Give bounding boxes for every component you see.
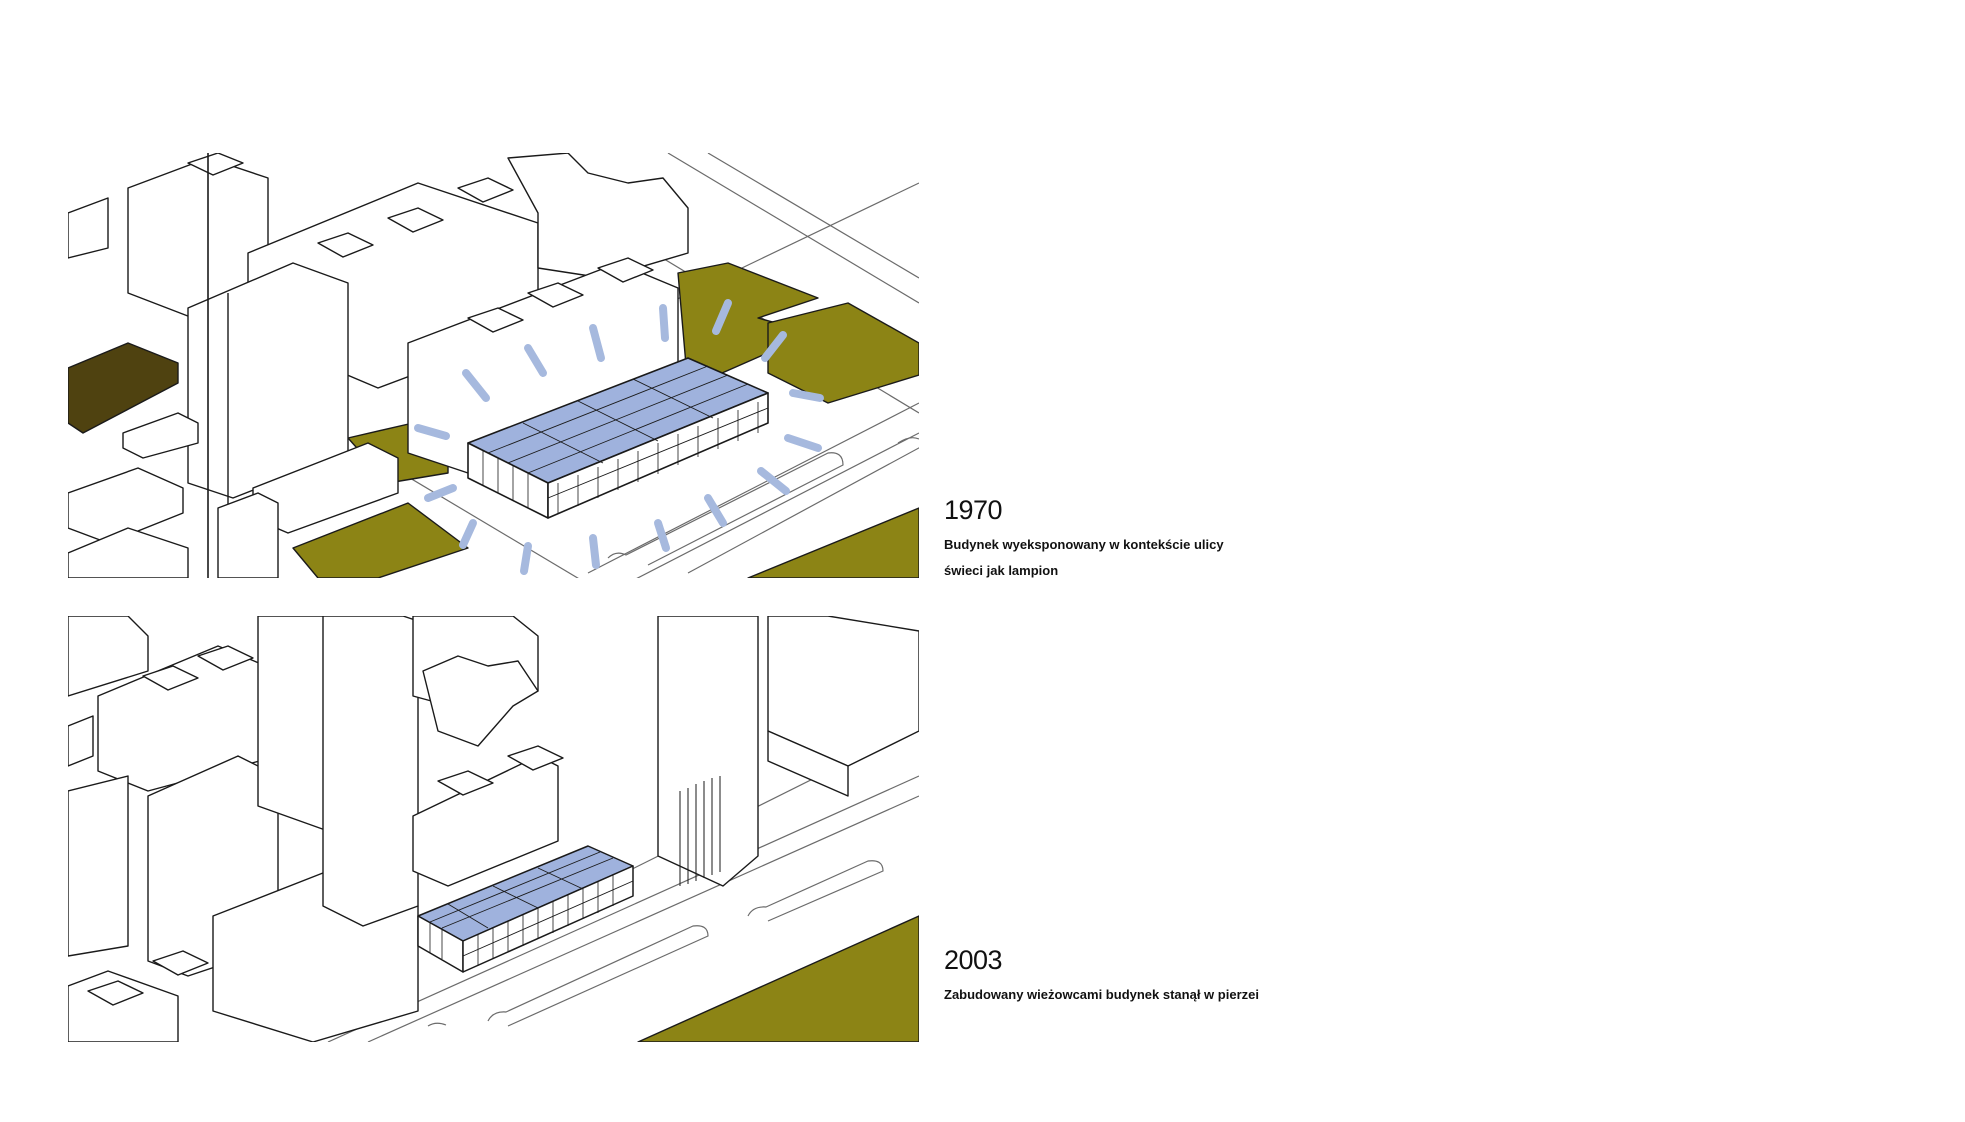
building	[507, 153, 689, 279]
facade-lines	[679, 776, 721, 886]
building	[68, 715, 94, 767]
tower	[657, 616, 759, 887]
axonometric-drawing-1970	[68, 153, 919, 578]
rooftop-box	[317, 232, 374, 258]
year-label: 1970	[944, 495, 1003, 525]
caption-2003: 2003 Zabudowany wieżowcami budynek staną…	[944, 944, 1264, 1008]
rooftop-box	[457, 177, 514, 203]
building	[68, 616, 149, 697]
illustration-1970	[68, 153, 919, 578]
building	[322, 616, 419, 927]
illustration-2003	[68, 616, 919, 1042]
building	[68, 970, 179, 1042]
building	[767, 730, 849, 797]
rooftop-box	[152, 950, 209, 976]
rooftop-box	[467, 307, 524, 333]
green-area	[747, 507, 919, 578]
rooftop-box	[507, 745, 564, 771]
rooftop-box	[437, 770, 494, 796]
rooftop-box	[527, 282, 584, 308]
green-area	[637, 915, 919, 1042]
building	[68, 467, 184, 544]
glass-pavilion	[417, 845, 634, 973]
building	[217, 492, 279, 578]
glass-pavilion	[467, 357, 769, 519]
building	[68, 527, 189, 578]
green-area	[292, 502, 469, 578]
rooftop-box	[197, 645, 254, 671]
axonometric-drawing-2003	[68, 616, 919, 1042]
building	[68, 197, 109, 259]
caption-1970: 1970 Budynek wyeksponowany w kontekście …	[944, 494, 1264, 584]
rooftop-box	[387, 207, 444, 233]
building	[68, 775, 129, 957]
dark-area	[68, 342, 179, 434]
traffic-islands	[607, 437, 919, 566]
description-text: Zabudowany wieżowcami budynek stanął w p…	[944, 987, 1259, 1002]
rooftop-box	[87, 980, 144, 1006]
year-label: 2003	[944, 945, 1003, 975]
rooftop-box	[142, 665, 199, 691]
green-area	[767, 302, 919, 404]
description-text: Budynek wyeksponowany w kontekście ulicy…	[944, 537, 1224, 578]
rooftop-box	[597, 257, 654, 283]
glow-rays	[414, 299, 824, 575]
building	[122, 412, 199, 459]
building	[422, 655, 539, 747]
